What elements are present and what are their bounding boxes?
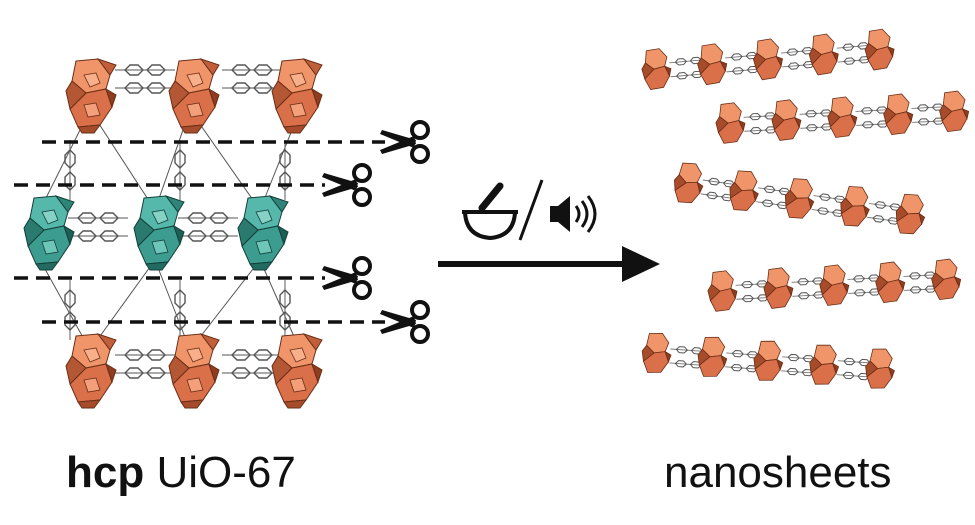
nanosheets-group <box>640 28 969 389</box>
nanosheet <box>715 91 970 144</box>
orange-cluster <box>168 333 220 409</box>
process-arrow <box>438 246 660 282</box>
ultrasound-speaker-icon <box>550 195 597 233</box>
hcp-uio67-caption: hcp UiO-67 <box>66 448 296 498</box>
scissors-icon <box>378 120 430 164</box>
orange-cluster <box>168 58 220 134</box>
orange-cluster <box>271 333 323 409</box>
nanosheet <box>671 161 927 236</box>
nanosheet <box>707 259 962 312</box>
orange-cluster <box>65 333 117 409</box>
nanosheets-caption: nanosheets <box>664 448 892 497</box>
mortar-and-pestle-icon <box>462 182 518 241</box>
hcp-framework <box>23 58 323 409</box>
teal-cluster <box>23 195 75 271</box>
scissors-icon <box>320 256 372 300</box>
cut-lines <box>14 140 385 324</box>
scissors-icon <box>320 163 372 207</box>
scissors-icon <box>378 300 430 344</box>
nanosheet <box>640 28 896 90</box>
slash-separator <box>518 179 544 241</box>
uio67-label: UiO-67 <box>144 448 296 497</box>
nanosheet <box>641 332 896 390</box>
teal-cluster <box>133 195 185 271</box>
hcp-label: hcp <box>66 448 145 497</box>
teal-cluster <box>237 195 289 271</box>
orange-cluster <box>65 58 117 134</box>
